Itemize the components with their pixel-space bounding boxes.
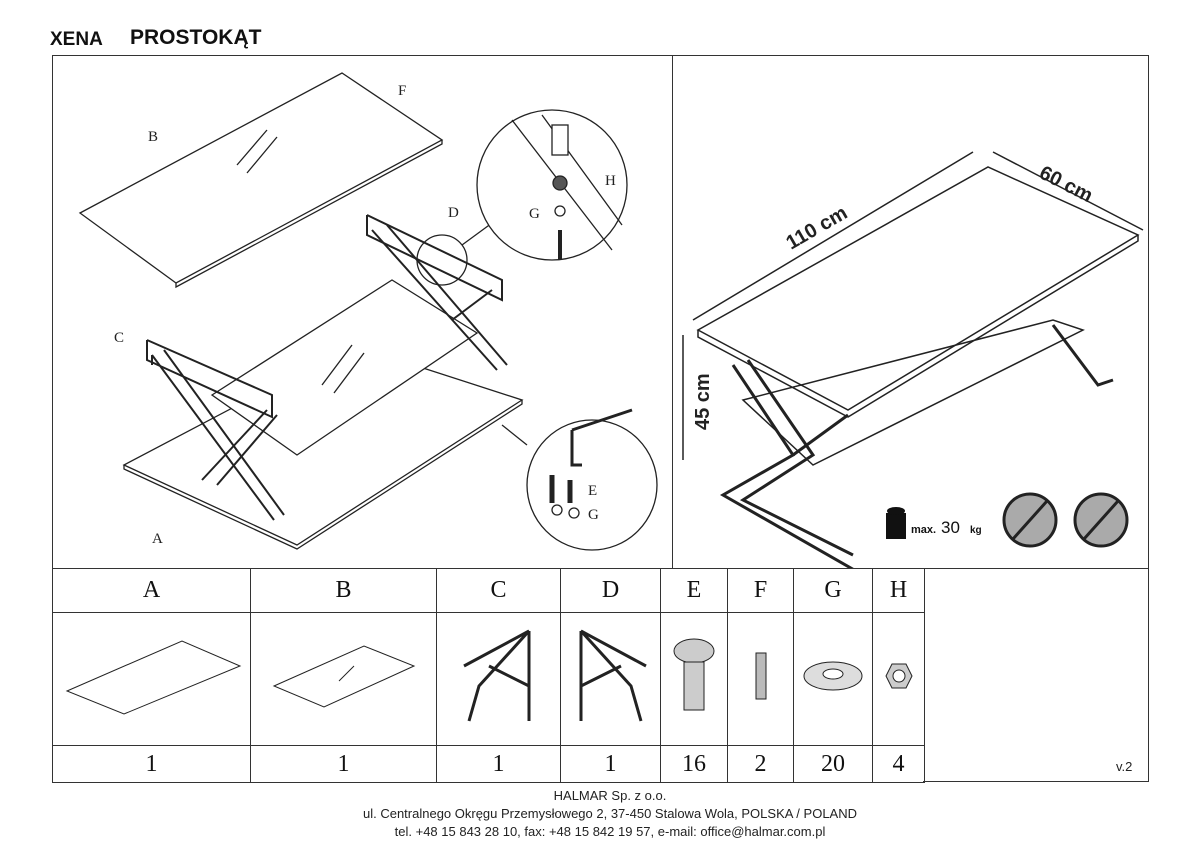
detail-circle-bottom [526, 419, 658, 551]
part-d-image [560, 612, 661, 746]
part-g-washer-icon [793, 612, 873, 746]
part-letter: G [793, 568, 873, 613]
label-f: F [398, 83, 406, 99]
part-c-image [436, 612, 561, 746]
label-a: A [152, 531, 163, 547]
version-box [923, 568, 1149, 782]
weight-icon [886, 507, 906, 539]
part-letter: B [250, 568, 437, 613]
model-name: XENA [50, 29, 103, 50]
leg-c [146, 339, 285, 521]
part-h-nut-icon [872, 612, 925, 746]
load-unit: kg [970, 525, 982, 536]
part-quantity: 4 [872, 745, 925, 783]
label-b: B [148, 129, 158, 145]
middle-shelf [210, 279, 479, 456]
no-climbing-icon [1002, 492, 1058, 548]
part-letter: H [872, 568, 925, 613]
dimension-height: 45 cm [692, 373, 714, 430]
no-standing-icon [1073, 492, 1129, 548]
version-label: v.2 [1116, 759, 1133, 774]
detail-circle-top [476, 109, 628, 261]
part-letter: C [436, 568, 561, 613]
part-quantity: 1 [436, 745, 561, 783]
footer-company: HALMAR Sp. z o.o. [553, 788, 667, 803]
part-b-image [250, 612, 437, 746]
part-quantity: 20 [793, 745, 873, 783]
part-quantity: 16 [660, 745, 728, 783]
label-g-bottom: G [588, 507, 599, 523]
exploded-assembly-diagram: B F D C A H G E G [78, 72, 658, 551]
load-value: 30 [941, 518, 960, 537]
part-quantity: 1 [560, 745, 661, 783]
part-quantity: 2 [727, 745, 794, 783]
parts-table: A B C D E F G H 1 1 1 1 16 2 20 4 [52, 568, 925, 783]
model-variant: PROSTOKĄT [130, 26, 262, 49]
part-letter: E [660, 568, 728, 613]
load-prefix: max. [911, 524, 936, 536]
part-f-bolt-icon [727, 612, 794, 746]
part-a-image [52, 612, 251, 746]
label-c: C [114, 330, 124, 346]
assembled-table-diagram: 110 cm 60 cm 45 cm max. 30 kg [682, 151, 1144, 569]
footer-address: ul. Centralnego Okręgu Przemysłowego 2, … [362, 806, 857, 821]
part-quantity: 1 [52, 745, 251, 783]
label-h: H [605, 173, 616, 189]
label-e: E [588, 483, 597, 499]
glass-top-b [78, 72, 444, 284]
label-g-top: G [529, 206, 540, 222]
part-quantity: 1 [250, 745, 437, 783]
part-e-screw-icon [660, 612, 728, 746]
part-letter: D [560, 568, 661, 613]
footer-contact: tel. +48 15 843 28 10, fax: +48 15 842 1… [394, 824, 826, 839]
frame-divider [672, 55, 673, 569]
part-letter: F [727, 568, 794, 613]
part-letter: A [52, 568, 251, 613]
label-d: D [448, 205, 459, 221]
leg-d [366, 214, 508, 371]
